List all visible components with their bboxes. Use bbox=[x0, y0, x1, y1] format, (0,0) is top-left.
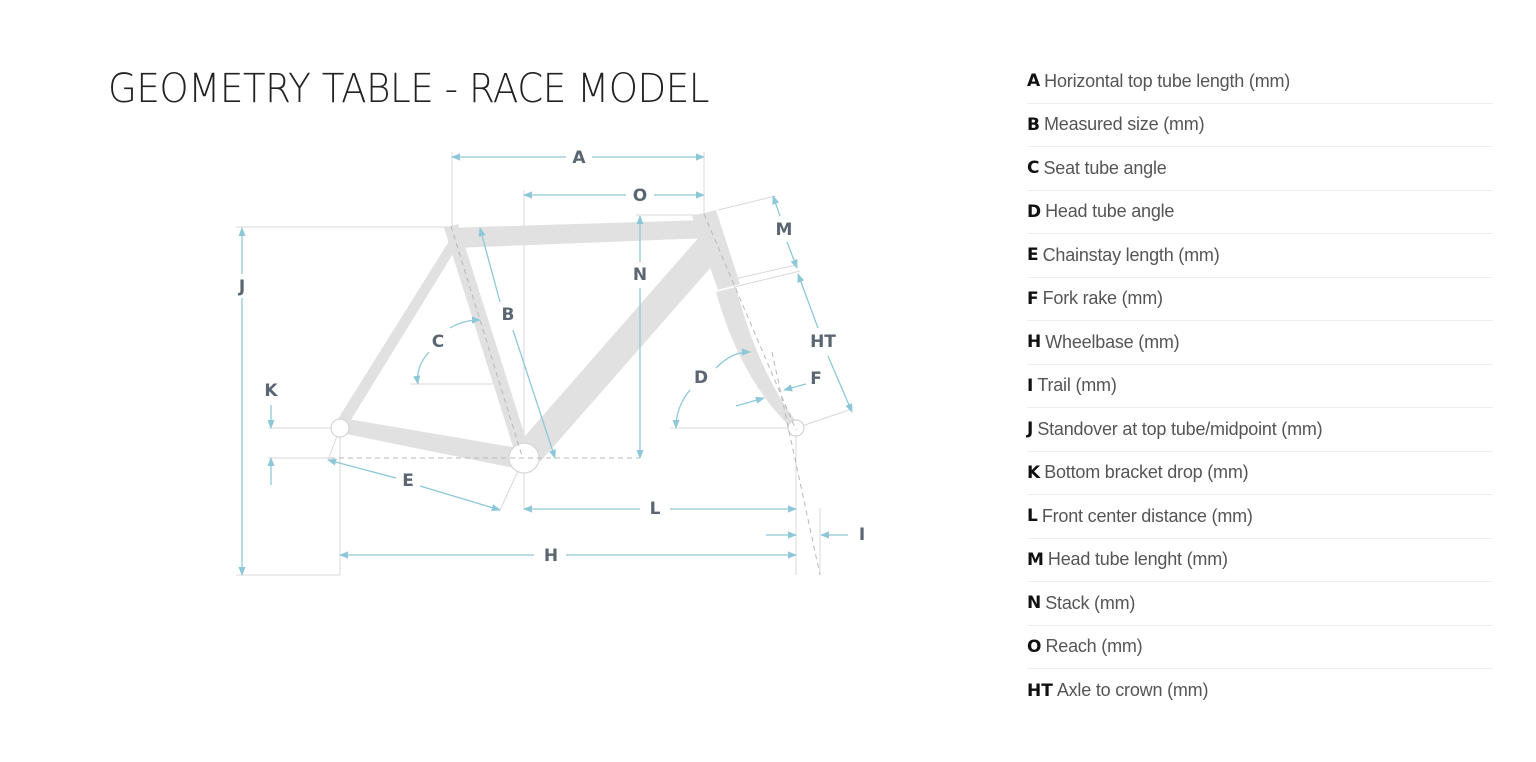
legend-text: Head tube lenght (mm) bbox=[1047, 549, 1228, 570]
legend-key: E bbox=[1027, 245, 1039, 266]
dimension-lines bbox=[238, 153, 853, 576]
center-lines bbox=[330, 213, 821, 576]
label-f: F bbox=[810, 369, 822, 389]
label-ht: HT bbox=[810, 332, 836, 352]
legend-text: Axle to crown (mm) bbox=[1056, 680, 1209, 701]
legend-text: Wheelbase (mm) bbox=[1045, 331, 1180, 352]
legend-key: L bbox=[1027, 506, 1038, 527]
legend-text: Fork rake (mm) bbox=[1042, 288, 1163, 309]
legend-key: A bbox=[1027, 71, 1041, 92]
legend-text: Seat tube angle bbox=[1043, 157, 1167, 178]
legend-item-n: N Stack (mm) bbox=[1027, 582, 1493, 626]
legend-key: B bbox=[1027, 114, 1040, 135]
legend-text: Head tube angle bbox=[1045, 201, 1175, 222]
legend-text: Chainstay length (mm) bbox=[1042, 244, 1220, 265]
legend-text: Bottom bracket drop (mm) bbox=[1044, 462, 1249, 483]
legend-text: Trail (mm) bbox=[1037, 375, 1117, 396]
label-o: O bbox=[633, 186, 647, 206]
legend-item-h: H Wheelbase (mm) bbox=[1027, 321, 1493, 365]
label-e: E bbox=[402, 471, 414, 491]
legend-item-e: E Chainstay length (mm) bbox=[1027, 234, 1493, 278]
geometry-legend: A Horizontal top tube length (mm) B Meas… bbox=[1027, 60, 1493, 713]
legend-item-a: A Horizontal top tube length (mm) bbox=[1027, 60, 1493, 104]
legend-text: Reach (mm) bbox=[1045, 636, 1143, 657]
legend-item-ht: HT Axle to crown (mm) bbox=[1027, 669, 1493, 713]
label-n: N bbox=[633, 265, 647, 285]
legend-text: Standover at top tube/midpoint (mm) bbox=[1037, 418, 1323, 439]
legend-text: Horizontal top tube length (mm) bbox=[1044, 70, 1291, 91]
bike-frame bbox=[336, 210, 800, 468]
legend-key: N bbox=[1027, 593, 1042, 614]
label-c: C bbox=[432, 332, 444, 352]
legend-key: J bbox=[1027, 419, 1034, 440]
legend-item-i: I Trail (mm) bbox=[1027, 365, 1493, 408]
label-k: K bbox=[264, 381, 278, 401]
legend-text: Measured size (mm) bbox=[1043, 114, 1205, 135]
legend-item-m: M Head tube lenght (mm) bbox=[1027, 539, 1493, 582]
legend-key: C bbox=[1027, 158, 1040, 179]
legend-text: Front center distance (mm) bbox=[1041, 505, 1253, 526]
bike-geometry-diagram: A O M N J B C HT K D F E L I H bbox=[236, 148, 865, 576]
legend-item-d: D Head tube angle bbox=[1027, 191, 1493, 234]
legend-item-k: K Bottom bracket drop (mm) bbox=[1027, 452, 1493, 495]
legend-text: Stack (mm) bbox=[1045, 592, 1136, 613]
legend-key: F bbox=[1027, 288, 1039, 309]
legend-key: M bbox=[1027, 549, 1044, 570]
label-l: L bbox=[650, 499, 661, 519]
legend-item-j: J Standover at top tube/midpoint (mm) bbox=[1027, 408, 1493, 452]
label-d: D bbox=[694, 368, 708, 388]
legend-item-f: F Fork rake (mm) bbox=[1027, 278, 1493, 321]
legend-item-b: B Measured size (mm) bbox=[1027, 104, 1493, 147]
legend-item-o: O Reach (mm) bbox=[1027, 626, 1493, 669]
legend-key: D bbox=[1027, 201, 1042, 222]
legend-key: I bbox=[1027, 375, 1034, 396]
page-title: GEOMETRY TABLE - RACE MODEL bbox=[108, 66, 710, 112]
legend-item-l: L Front center distance (mm) bbox=[1027, 495, 1493, 539]
label-j: J bbox=[238, 277, 245, 297]
legend-key: HT bbox=[1027, 680, 1053, 701]
legend-key: H bbox=[1027, 332, 1042, 353]
legend-item-c: C Seat tube angle bbox=[1027, 147, 1493, 191]
label-b: B bbox=[502, 305, 515, 325]
label-h: H bbox=[544, 546, 558, 566]
legend-key: K bbox=[1027, 462, 1041, 483]
label-i: I bbox=[859, 525, 865, 545]
legend-key: O bbox=[1027, 636, 1042, 657]
label-m: M bbox=[776, 220, 793, 240]
label-a: A bbox=[572, 148, 586, 168]
